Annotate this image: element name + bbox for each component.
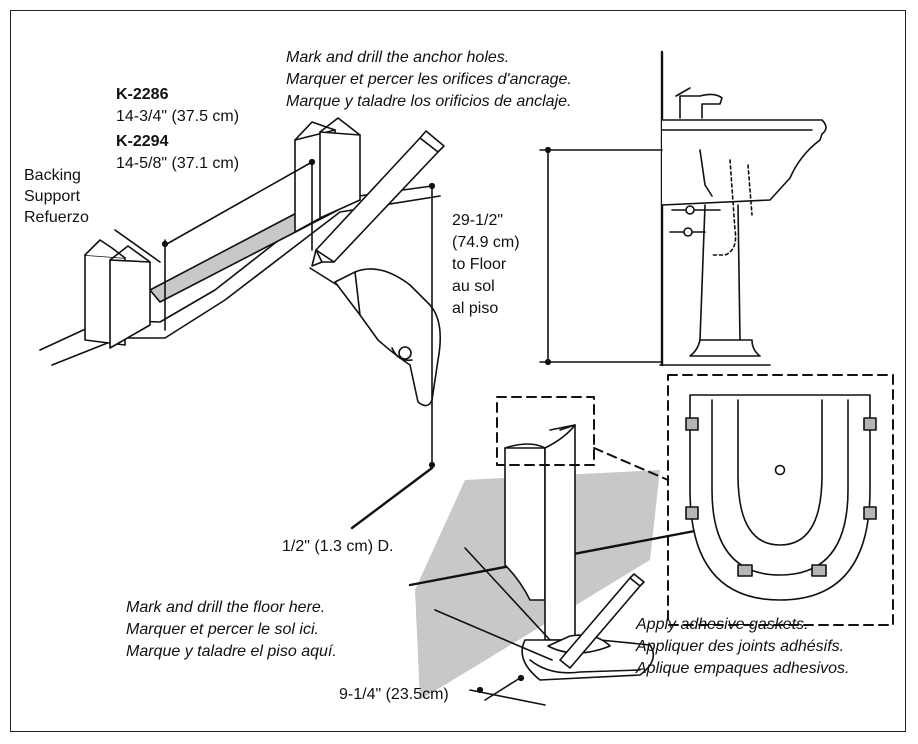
gasket-instruction-es: Aplique empaques adhesivos. (636, 660, 850, 677)
model-1-name: K-2286 (116, 86, 169, 103)
model-2-dimension: 14-5/8" (37.1 cm) (116, 155, 240, 172)
support-label: Support (24, 188, 81, 205)
anchor-instruction-es: Marque y taladre los orificios de anclaj… (286, 93, 572, 110)
power-drill (309, 267, 441, 407)
model-1-dimension: 14-3/4" (37.5 cm) (116, 108, 240, 125)
floor-instruction-es: Marque y taladre el piso aquí. (126, 643, 337, 660)
backing-label: Backing (24, 167, 81, 184)
pencil-upper (311, 130, 445, 267)
height-to-floor-fr: au sol (452, 278, 495, 295)
diagram-frame (10, 10, 906, 732)
gasket-pad (863, 506, 877, 520)
gasket-pad (863, 417, 877, 431)
height-metric: (74.9 cm) (452, 234, 520, 251)
gasket-detail-view (667, 374, 894, 626)
wall-backing-section (39, 117, 441, 366)
model-2-name: K-2294 (116, 133, 169, 150)
refuerzo-label: Refuerzo (24, 209, 89, 226)
right-stud-2 (319, 131, 361, 219)
floor-instruction-en: Mark and drill the floor here. (126, 599, 326, 616)
center-hole (774, 464, 786, 476)
anchor-instruction-en: Mark and drill the anchor holes. (286, 49, 510, 66)
anchor-instruction-fr: Marquer et percer les orifices d'ancrage… (286, 71, 572, 88)
detail-callout-box (496, 396, 595, 466)
gasket-pad (685, 506, 699, 520)
offset-dimension-label: 9-1/4" (23.5cm) (339, 686, 449, 703)
gasket-pad (737, 564, 753, 577)
gasket-instruction-fr: Appliquer des joints adhésifs. (636, 638, 845, 655)
left-stud-2 (109, 259, 151, 349)
height-value: 29-1/2" (452, 212, 504, 229)
gasket-instruction-en: Apply adhesive gaskets. (636, 616, 809, 633)
gasket-pad (811, 564, 827, 577)
gasket-pad (685, 417, 699, 431)
hole-diameter-label: 1/2" (1.3 cm) D. (282, 538, 394, 555)
height-to-floor-en: to Floor (452, 256, 507, 273)
height-to-floor-es: al piso (452, 300, 499, 317)
floor-instruction-fr: Marquer et percer le sol ici. (126, 621, 319, 638)
sink-side-view (539, 50, 827, 367)
floor-pedestal-view (408, 396, 702, 706)
height-dimension-line (350, 182, 436, 530)
